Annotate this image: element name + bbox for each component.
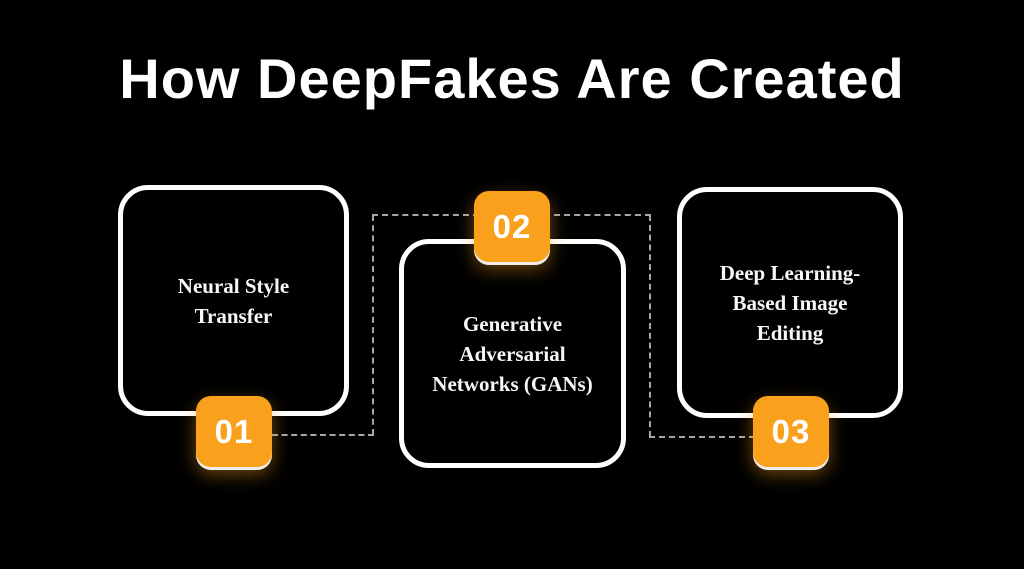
page-title: How DeepFakes Are Created <box>119 47 905 110</box>
connector-segment-bottom-left <box>272 434 374 436</box>
step-number: 03 <box>771 412 811 450</box>
step-label: Generative Adversarial Networks (GANs) <box>432 311 593 396</box>
step-number-badge-1: 01 <box>196 396 272 467</box>
step-number-badge-3: 03 <box>753 396 829 467</box>
step-number-badge-2: 02 <box>474 191 550 262</box>
connector-segment-vertical-right <box>649 215 651 437</box>
connector-segment-bottom-right <box>649 436 755 438</box>
step-card-deep-learning-image-editing: Deep Learning- Based Image Editing <box>677 187 903 418</box>
step-number: 01 <box>214 412 254 450</box>
step-label: Deep Learning- Based Image Editing <box>719 260 861 345</box>
connector-segment-vertical-left <box>372 215 374 435</box>
step-card-gans: Generative Adversarial Networks (GANs) <box>399 239 626 468</box>
step-number: 02 <box>492 207 532 245</box>
step-card-neural-style-transfer: Neural Style Transfer <box>118 185 349 416</box>
step-label: Neural Style Transfer <box>177 273 290 328</box>
